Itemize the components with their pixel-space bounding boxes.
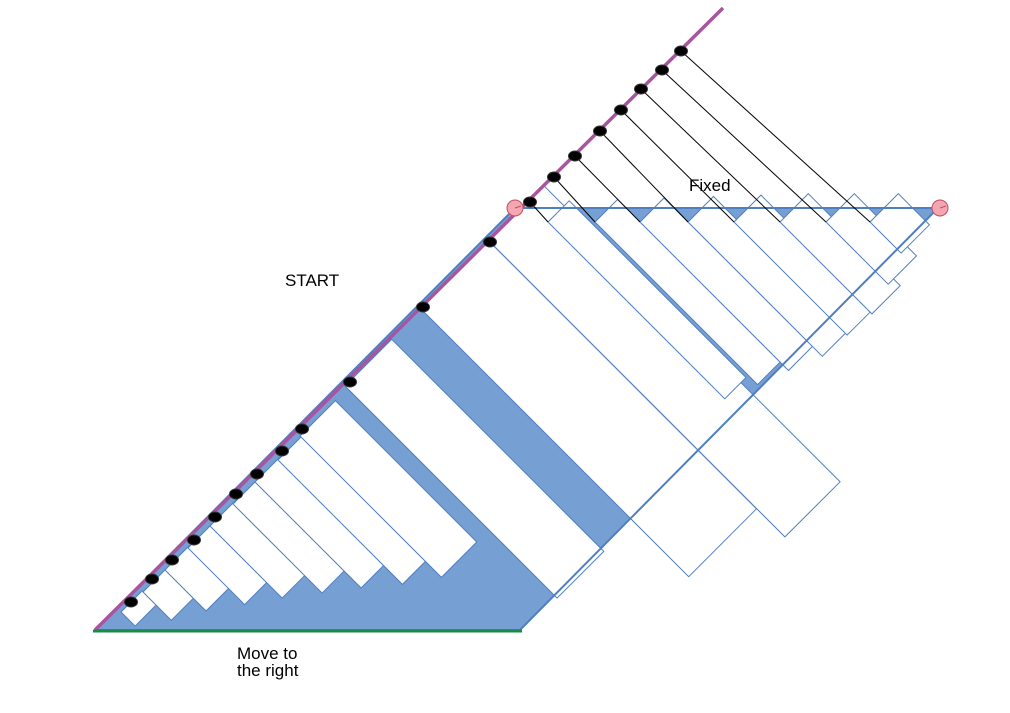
start-label: START — [285, 271, 340, 290]
connector-line — [680, 50, 871, 223]
black-dot-icon — [634, 83, 648, 95]
right-strip — [825, 192, 918, 285]
black-dot-icon — [165, 554, 179, 566]
black-dot-icon — [343, 376, 357, 388]
black-dot-icon — [547, 171, 561, 183]
move-label-line1: Move to — [237, 644, 298, 663]
connector-line — [574, 155, 641, 223]
black-dot-icon — [674, 45, 688, 57]
diagram-shapes — [92, 6, 949, 633]
black-dot-icon — [275, 445, 289, 457]
black-dot-icon — [568, 150, 582, 162]
connector-line — [661, 69, 827, 223]
black-dot-icon — [250, 468, 264, 480]
black-dot-icon — [614, 104, 628, 116]
connector-line — [599, 130, 689, 223]
pin-mark — [514, 205, 522, 209]
black-dot-icon — [655, 64, 669, 76]
move-label-line2: the right — [237, 661, 299, 680]
black-dot-icon — [523, 196, 537, 208]
black-dot-icon — [229, 488, 243, 500]
black-dot-icon — [145, 573, 159, 585]
left-strip — [299, 399, 478, 579]
black-dot-icon — [208, 511, 222, 523]
black-dot-icon — [593, 125, 607, 137]
right-strip — [779, 192, 901, 315]
black-dot-icon — [187, 534, 201, 546]
connector-line — [640, 88, 781, 223]
pin-mark — [939, 205, 947, 209]
black-dot-icon — [483, 236, 497, 248]
center-strip — [344, 338, 605, 599]
black-dot-icon — [295, 423, 309, 435]
move-to-right-label: Move to the right — [237, 645, 298, 679]
connector-line — [620, 109, 735, 223]
black-dot-icon — [124, 596, 138, 608]
fixed-label: Fixed — [689, 176, 731, 195]
connector-line — [553, 176, 596, 223]
black-dot-icon — [416, 301, 430, 313]
